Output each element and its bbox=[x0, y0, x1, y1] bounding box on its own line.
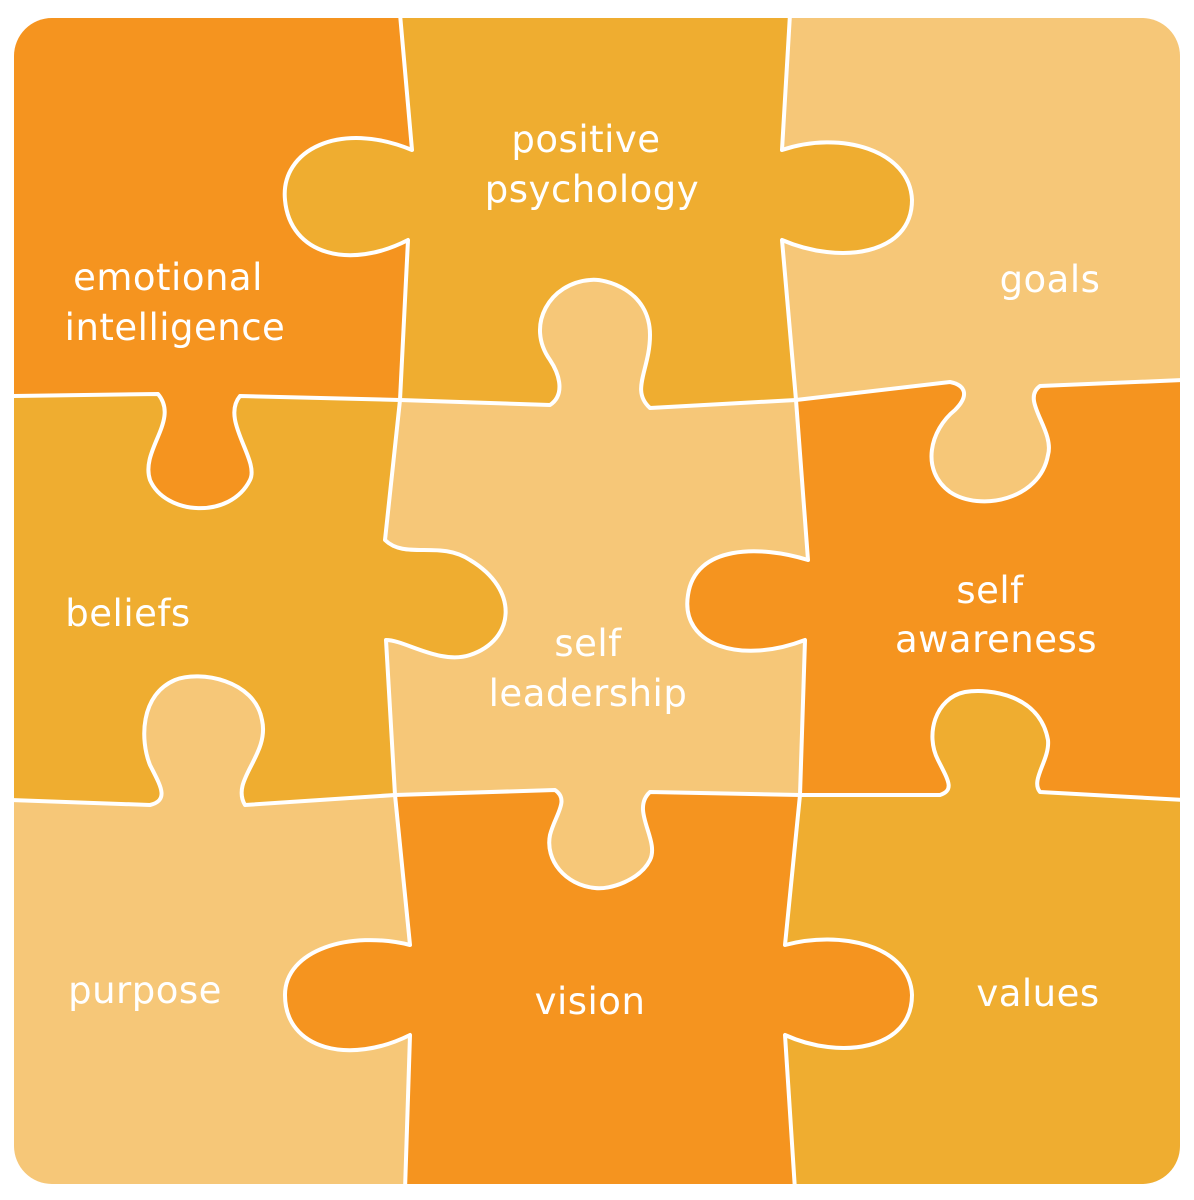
label-purpose: purpose bbox=[68, 969, 222, 1012]
label-self-awareness-line1: self bbox=[956, 569, 1024, 612]
label-emotional-intelligence-line2: intelligence bbox=[65, 306, 286, 349]
label-self-leadership-line2: leadership bbox=[489, 672, 688, 715]
puzzle-piece-vision bbox=[285, 790, 912, 1184]
label-values: values bbox=[976, 972, 1099, 1015]
puzzle-piece-self-awareness bbox=[687, 380, 1180, 800]
label-positive-psychology-line1: positive bbox=[511, 118, 660, 161]
puzzle-piece-self-leadership bbox=[385, 279, 808, 889]
label-positive-psychology-line2: psychology bbox=[485, 168, 699, 211]
label-self-awareness-line2: awareness bbox=[895, 618, 1097, 661]
puzzle-piece-positive-psychology bbox=[284, 18, 912, 408]
puzzle-board bbox=[14, 18, 1180, 1184]
puzzle-piece-emotional-intelligence bbox=[14, 18, 412, 509]
puzzle-piece-goals bbox=[782, 18, 1180, 502]
label-beliefs: beliefs bbox=[65, 592, 190, 635]
label-emotional-intelligence-line1: emotional bbox=[73, 256, 263, 299]
label-goals: goals bbox=[1000, 258, 1101, 301]
puzzle-piece-beliefs bbox=[14, 394, 506, 805]
label-self-leadership-line1: self bbox=[554, 622, 622, 665]
puzzle-piece-values bbox=[785, 691, 1180, 1184]
piece-labels: emotional intelligence positive psycholo… bbox=[65, 118, 1101, 1023]
label-vision: vision bbox=[535, 980, 646, 1023]
piece-outlines bbox=[14, 18, 1180, 1184]
